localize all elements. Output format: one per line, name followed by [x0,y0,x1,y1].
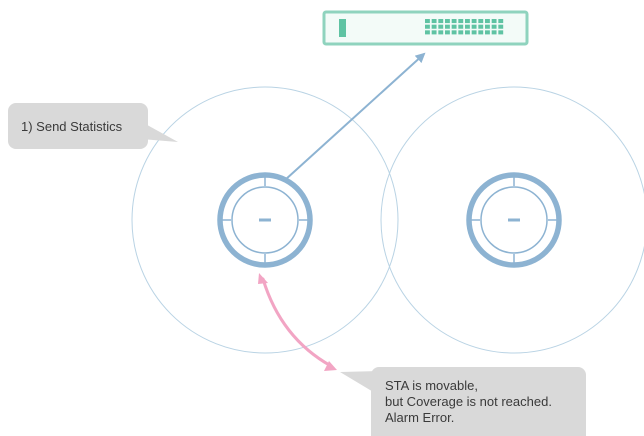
network-switch-icon [322,10,529,46]
switch-port [491,24,497,29]
switch-port [465,30,470,35]
switch-port [451,24,457,29]
switch-port [498,30,504,35]
switch-port [485,19,490,24]
switch-port [425,30,430,35]
switch-port [445,24,450,29]
switch-port [491,19,497,24]
coverage-area-left [131,86,399,354]
switch-port [431,19,437,24]
switch-port [471,19,477,24]
alarm-line-1: STA is movable, [385,378,478,393]
switch-port [431,30,437,35]
switch-port [485,24,490,29]
switch-port [465,19,470,24]
switch-port [445,30,450,35]
access-point-icon [466,172,562,268]
switch-port [471,30,477,35]
access-point-icon [217,172,313,268]
send-statistics-arrow [284,52,426,181]
switch-port [471,24,477,29]
switch-port [478,19,484,24]
switch-port [458,30,464,35]
alarm-line-2: but Coverage is not reached. [385,394,552,409]
switch-port [478,30,484,35]
switch-port [498,19,504,24]
alarm-line-3: Alarm Error. [385,410,455,425]
switch-port [425,24,430,29]
switch-port [438,30,444,35]
switch-port [465,24,470,29]
switch-port [451,19,457,24]
switch-status-led [339,19,346,37]
switch-port [431,24,437,29]
callout-tail [340,371,380,396]
switch-port [451,30,457,35]
switch-port [438,19,444,24]
callout-tail [140,121,178,142]
switch-port [491,30,497,35]
coverage-area-right [380,86,644,354]
switch-port [485,30,490,35]
switch-port [425,19,430,24]
station-movement-arrow [258,273,337,371]
alarm-error-callout: STA is movable, but Coverage is not reac… [371,367,586,436]
send-statistics-callout: 1) Send Statistics [8,103,148,149]
send-statistics-label: 1) Send Statistics [21,119,123,134]
switch-port-group [425,19,504,35]
switch-port [458,24,464,29]
switch-port [438,24,444,29]
switch-port [498,24,504,29]
switch-port [445,19,450,24]
switch-port [458,19,464,24]
switch-port [478,24,484,29]
